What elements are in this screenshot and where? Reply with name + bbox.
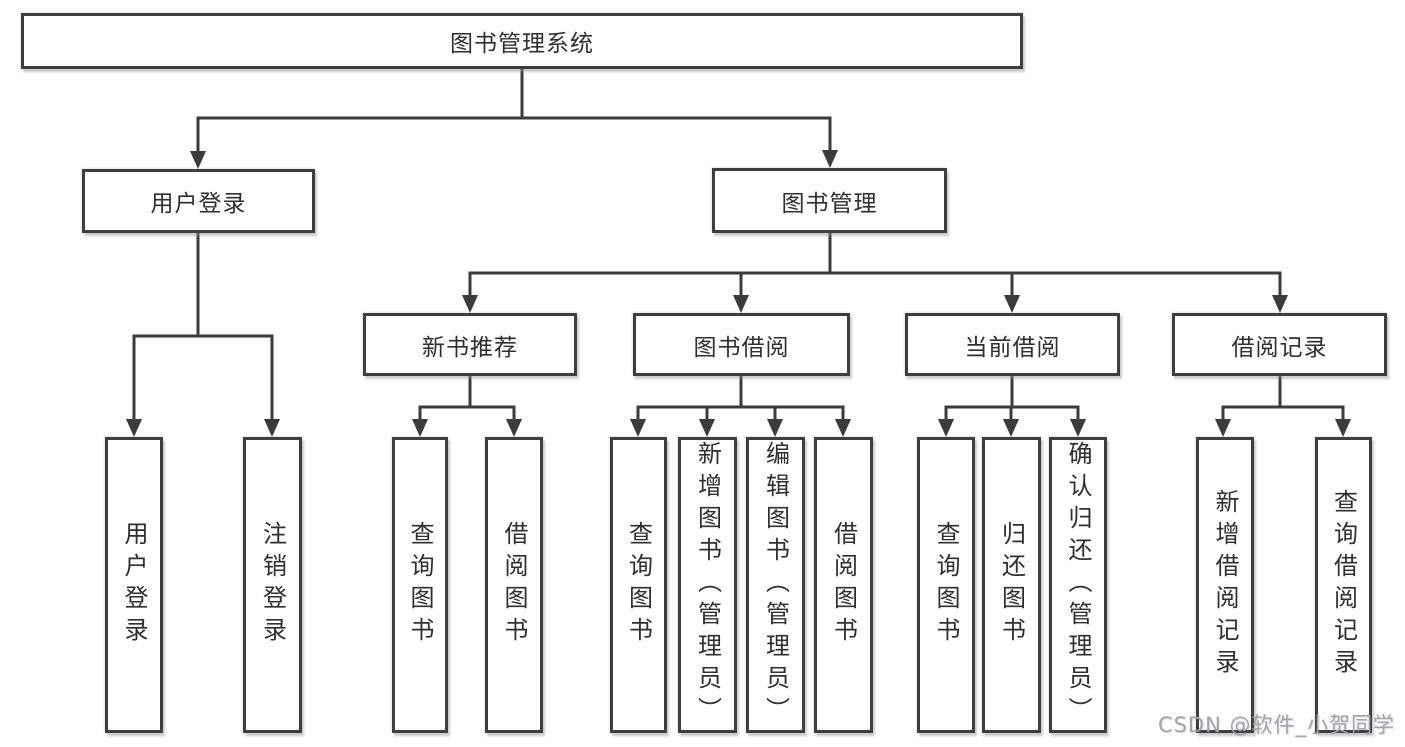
leaf-return-book-label: 归还图书 (997, 521, 1026, 649)
node-borrow-records-label: 借阅记录 (1231, 334, 1328, 361)
leaf-query-book-recommend: 查询图书 (392, 437, 448, 733)
edge-rec-split (418, 405, 516, 423)
leaf-query-book-borrow-label: 查询图书 (624, 521, 653, 649)
arrowhead (190, 151, 206, 169)
leaf-user-login-label: 用户登录 (120, 521, 148, 649)
arrowhead (733, 295, 749, 313)
edge-records-split (1221, 405, 1345, 423)
edge-mgmt-split (468, 271, 1282, 299)
node-new-book-recommend-label: 新书推荐 (422, 334, 518, 361)
leaf-query-book-recommend-label: 查询图书 (406, 521, 434, 649)
leaf-query-borrow-record-label: 查询借阅记录 (1329, 489, 1358, 681)
arrowhead (1272, 295, 1288, 313)
arrowhead (1215, 419, 1231, 437)
arrowhead (1070, 419, 1086, 437)
arrowhead (506, 419, 522, 437)
arrowhead (126, 419, 142, 437)
node-current-borrow-label: 当前借阅 (964, 334, 1061, 361)
arrowhead (264, 419, 280, 437)
leaf-query-borrow-record: 查询借阅记录 (1315, 437, 1372, 733)
leaf-confirm-return-admin: 确认归还（管理员） (1049, 437, 1107, 733)
edge-login-split (132, 334, 274, 423)
csdn-watermark: CSDN @软件_小贺同学 (1157, 713, 1395, 737)
leaf-edit-book-admin: 编辑图书（管理员） (746, 437, 805, 733)
leaf-add-borrow-record: 新增借阅记录 (1196, 437, 1254, 733)
arrowhead (462, 295, 478, 313)
leaf-borrow-book: 借阅图书 (814, 437, 873, 733)
node-root-label: 图书管理系统 (450, 31, 594, 57)
leaf-logout: 注销登录 (243, 437, 302, 733)
node-user-login-label: 用户登录 (150, 191, 247, 217)
node-book-borrow: 图书借阅 (633, 313, 850, 376)
leaf-return-book: 归还图书 (982, 437, 1041, 733)
edge-current-split (944, 405, 1080, 423)
node-new-book-recommend: 新书推荐 (363, 313, 577, 376)
leaf-logout-label: 注销登录 (258, 521, 287, 649)
arrowhead (938, 419, 954, 437)
leaf-query-book-borrow: 查询图书 (610, 437, 667, 733)
leaf-add-book-admin: 新增图书（管理员） (678, 437, 737, 733)
leaf-borrow-book-label: 借阅图书 (829, 521, 858, 649)
leaf-edit-book-admin-label: 编辑图书（管理员） (761, 441, 790, 729)
node-book-management-label: 图书管理 (781, 190, 878, 217)
leaf-query-book-current-label: 查询图书 (932, 521, 960, 649)
leaf-user-login: 用户登录 (105, 437, 163, 733)
node-borrow-records: 借阅记录 (1172, 313, 1387, 376)
arrowhead (767, 419, 783, 437)
leaf-borrow-book-recommend: 借阅图书 (485, 437, 543, 733)
leaf-borrow-book-recommend-label: 借阅图书 (500, 521, 528, 649)
arrowhead (1003, 419, 1019, 437)
arrowhead (630, 419, 646, 437)
arrowhead (1004, 295, 1020, 313)
node-book-borrow-label: 图书借阅 (693, 334, 790, 361)
node-book-management: 图书管理 (712, 168, 947, 233)
arrowhead (835, 419, 851, 437)
edge-root-split (196, 116, 832, 154)
edge-borrow-split (636, 405, 845, 423)
leaf-add-book-admin-label: 新增图书（管理员） (693, 441, 722, 729)
arrowhead (1335, 419, 1351, 437)
node-user-login: 用户登录 (82, 169, 315, 233)
leaf-confirm-return-admin-label: 确认归还（管理员） (1064, 441, 1092, 729)
leaf-query-book-current: 查询图书 (917, 437, 975, 733)
node-current-borrow: 当前借阅 (905, 313, 1120, 376)
arrowhead (822, 150, 838, 168)
arrowhead (412, 419, 428, 437)
arrowhead (699, 419, 715, 437)
node-root: 图书管理系统 (21, 13, 1023, 69)
leaf-add-borrow-record-label: 新增借阅记录 (1211, 489, 1239, 681)
